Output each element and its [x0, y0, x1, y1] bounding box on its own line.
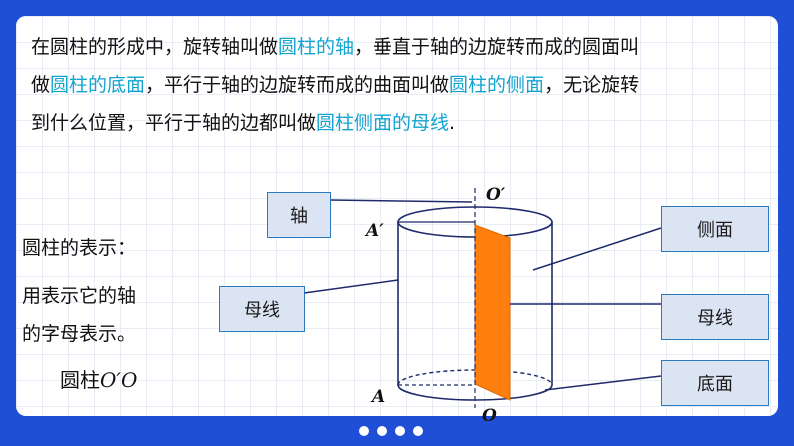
term-lateral-surface: 圆柱的侧面 — [449, 74, 545, 96]
text-segment: 在圆柱的形成中，旋转轴叫做 — [31, 36, 279, 58]
example-prefix: 圆柱 — [60, 368, 100, 392]
example-symbol: O′O — [100, 368, 138, 392]
page-dot — [377, 426, 387, 436]
text-segment: . — [449, 112, 456, 134]
label-lateral-surface: 侧面 — [661, 206, 769, 252]
base-leader — [544, 375, 662, 391]
point-a-bottom: A — [370, 387, 385, 407]
term-generatrix: 圆柱侧面的母线 — [316, 112, 450, 134]
page-indicator — [359, 426, 423, 436]
text-segment: ，无论旋转到什么位置，平行于轴的边都叫做 — [31, 74, 640, 134]
notation-line-1: 用表示它的轴 — [22, 285, 137, 307]
point-o-top: O′ — [486, 185, 506, 205]
axis-leader — [329, 199, 473, 203]
label-generatrix-right: 母线 — [661, 294, 769, 340]
point-o-bottom: O — [482, 406, 497, 426]
label-axis: 轴 — [267, 192, 331, 238]
text-segment: ，垂直于轴的边旋转而成的圆面叫做 — [31, 36, 640, 96]
label-generatrix-left: 母线 — [219, 286, 305, 332]
label-base: 底面 — [661, 360, 769, 406]
notation-title: 圆柱的表示： — [22, 237, 137, 259]
lateral-leader — [532, 227, 662, 271]
page-dot — [359, 426, 369, 436]
generatrix-left-leader — [303, 279, 399, 294]
page-dot — [395, 426, 405, 436]
definition-paragraph: 在圆柱的形成中，旋转轴叫做圆柱的轴，垂直于轴的边旋转而成的圆面叫做圆柱的底面，平… — [31, 28, 641, 142]
term-axis: 圆柱的轴 — [278, 36, 355, 58]
point-a-top: A′ — [364, 221, 384, 241]
text-segment: ，平行于轴的边旋转而成的曲面叫做 — [145, 74, 450, 96]
notation-example: 圆柱O′O — [60, 364, 137, 393]
notation-line-2: 的字母表示。 — [22, 323, 137, 345]
slide-panel — [16, 16, 778, 416]
grid-background — [16, 16, 778, 416]
term-base: 圆柱的底面 — [50, 74, 146, 96]
axial-section — [474, 224, 511, 401]
page-dot — [413, 426, 423, 436]
